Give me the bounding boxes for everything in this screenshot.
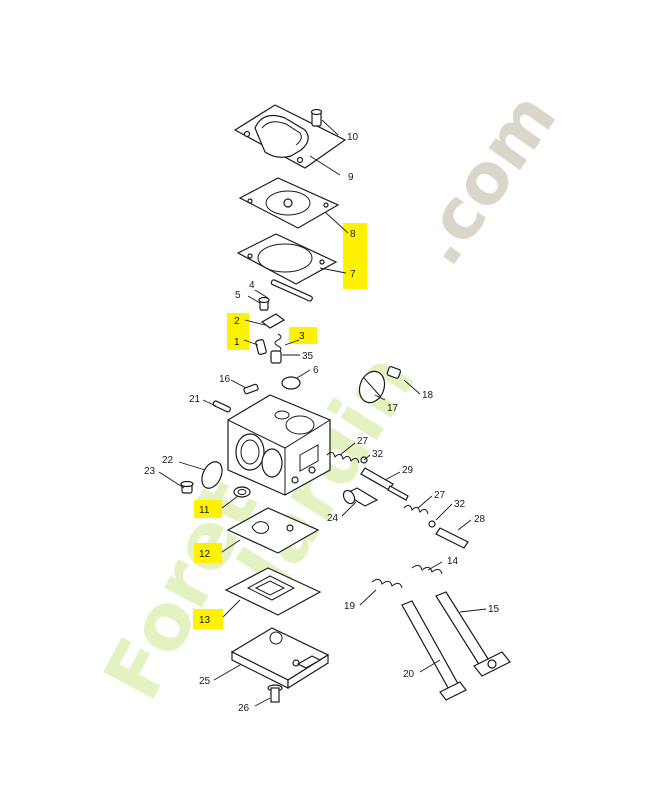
callout-15: 15 xyxy=(488,604,500,615)
callout-25: 25 xyxy=(199,676,211,687)
highlight-boxes xyxy=(193,223,367,629)
cover-bottom-screw-part xyxy=(267,684,283,703)
diaphragm-part xyxy=(238,177,340,229)
callout-8: 8 xyxy=(350,229,356,240)
callout-7: 7 xyxy=(350,269,356,280)
callout-4: 4 xyxy=(249,280,255,291)
leader-lines xyxy=(158,119,487,707)
pump-disc-part xyxy=(180,461,223,494)
carburetor-body-part xyxy=(227,394,331,496)
callout-17: 17 xyxy=(387,403,399,414)
callout-12: 12 xyxy=(199,549,211,560)
callout-16: 16 xyxy=(219,374,231,385)
filter-screen-part xyxy=(233,486,251,498)
callout-23: 23 xyxy=(144,466,156,477)
needle-assembly-28-part xyxy=(403,504,469,549)
throttle-disc-part xyxy=(358,366,402,404)
metering-gasket-part xyxy=(226,507,320,554)
callout-3: 3 xyxy=(299,331,305,342)
callout-27-lower: 27 xyxy=(434,490,446,501)
springs-part xyxy=(371,564,443,589)
callout-5: 5 xyxy=(235,290,241,301)
callout-27-upper: 27 xyxy=(357,436,369,447)
callout-2: 2 xyxy=(234,316,240,327)
pin-part xyxy=(212,400,231,413)
idle-screw-assembly-part xyxy=(326,451,409,501)
callout-32-lower: 32 xyxy=(454,499,466,510)
callout-14: 14 xyxy=(447,556,459,567)
callout-21: 21 xyxy=(189,394,201,405)
cover-screw-part xyxy=(310,108,323,127)
callout-20: 20 xyxy=(403,669,415,680)
needle-24-part xyxy=(342,487,379,507)
watermark: Foret Jardin .com xyxy=(87,78,572,714)
callout-35: 35 xyxy=(302,351,314,362)
metering-diaphragm-part xyxy=(224,567,322,616)
callout-26: 26 xyxy=(238,703,250,714)
pump-cover-part xyxy=(233,104,347,169)
inlet-small-parts xyxy=(243,279,313,395)
callout-6: 6 xyxy=(313,365,319,376)
gasket-part xyxy=(236,233,338,285)
callout-18: 18 xyxy=(422,390,434,401)
callout-24: 24 xyxy=(327,513,339,524)
callout-9: 9 xyxy=(348,172,354,183)
callout-32-upper: 32 xyxy=(372,449,384,460)
watermark-dotcom: .com xyxy=(397,78,573,280)
callout-numbers: 10 9 8 7 4 5 2 1 3 35 6 16 21 17 18 22 2… xyxy=(144,132,500,714)
callout-19: 19 xyxy=(344,601,356,612)
throttle-shaft-part xyxy=(435,591,511,677)
callout-28: 28 xyxy=(474,514,486,525)
callout-29: 29 xyxy=(402,465,414,476)
callout-1: 1 xyxy=(234,337,240,348)
metering-cover-part xyxy=(230,627,330,690)
callout-11: 11 xyxy=(199,505,210,516)
callout-10: 10 xyxy=(347,132,359,143)
callout-22: 22 xyxy=(162,455,174,466)
choke-shaft-part xyxy=(401,600,467,701)
callout-13: 13 xyxy=(199,615,211,626)
